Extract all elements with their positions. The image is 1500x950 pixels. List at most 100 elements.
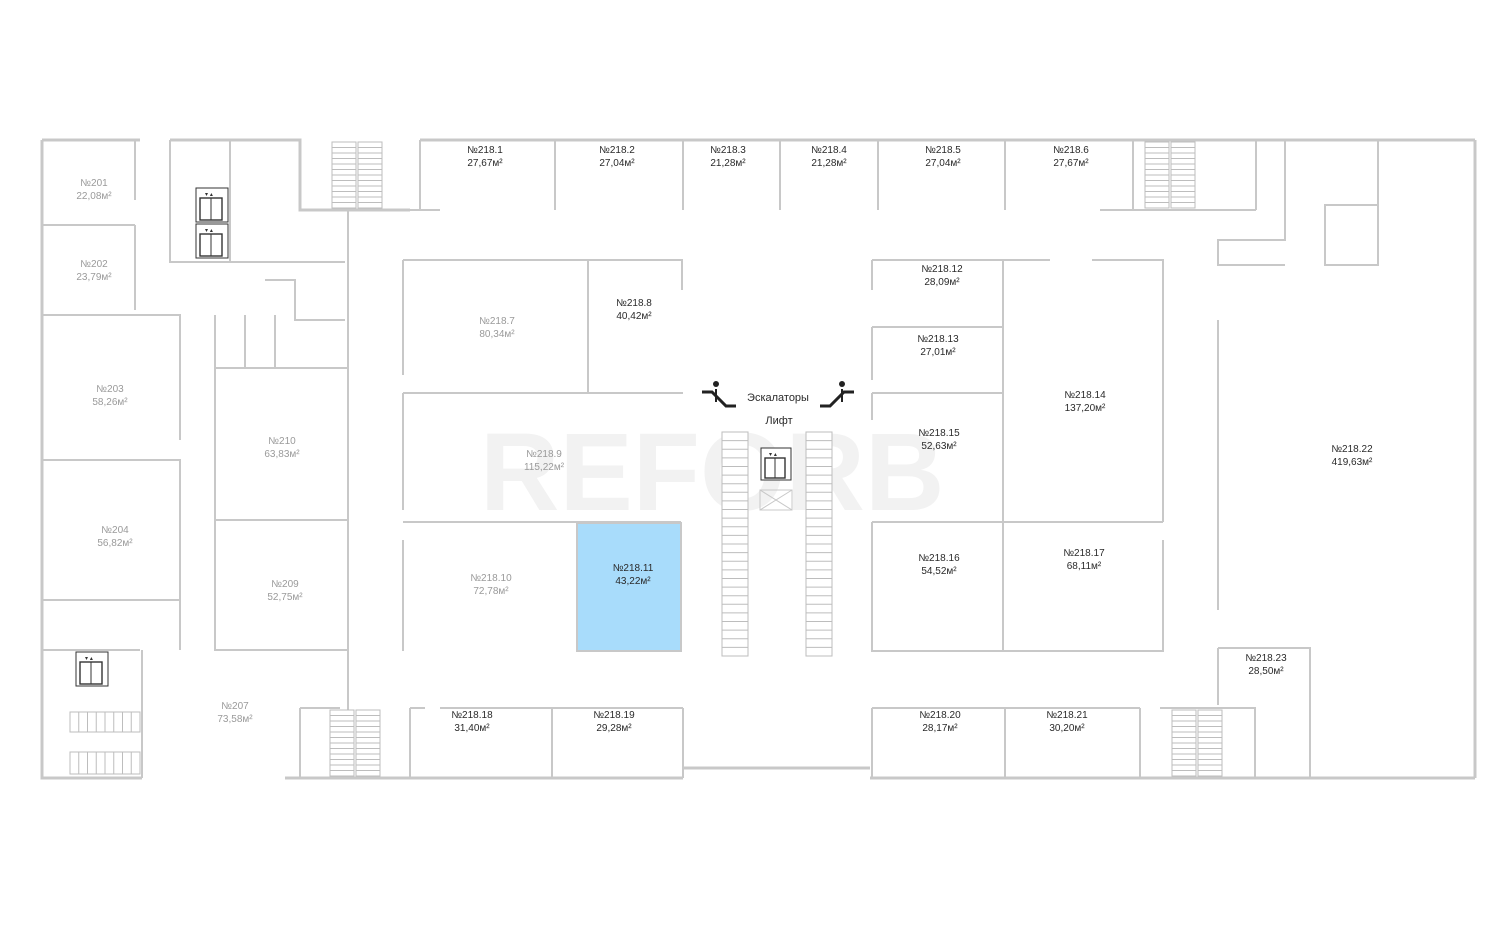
room-2185[interactable]: №218.5 27,04м²: [925, 145, 961, 169]
room-number: №218.16: [918, 553, 960, 564]
room-21823[interactable]: №218.23 28,50м²: [1245, 653, 1287, 677]
room-area: 72,78м²: [473, 586, 509, 597]
room-area: 52,75м²: [267, 592, 303, 603]
elevator-icon: ▾ ▴: [760, 447, 792, 481]
room-number: №218.23: [1245, 653, 1287, 664]
room-number: №218.18: [451, 710, 493, 721]
room-number: №218.20: [919, 710, 961, 721]
room-203[interactable]: №203 58,26м²: [92, 384, 128, 408]
unit-218-11-highlight[interactable]: [576, 522, 682, 652]
elevator-icons: ▾ ▴ ▾ ▴ ▾ ▴ ▾ ▴: [75, 187, 793, 687]
room-area: 22,08м²: [76, 191, 112, 202]
room-2184[interactable]: №218.421,28м²: [811, 145, 847, 169]
room-area: 29,28м²: [596, 723, 632, 734]
room-21813[interactable]: №218.13 27,01м²: [917, 334, 959, 358]
room-201[interactable]: №201 22,08м²: [76, 178, 112, 202]
room-number: №204: [101, 525, 129, 536]
room-area: 27,67м²: [1053, 158, 1089, 169]
room-area: 137,20м²: [1065, 403, 1106, 414]
room-area: 40,42м²: [616, 311, 652, 322]
room-202[interactable]: №202 23,79м²: [76, 259, 112, 283]
room-number: №218.11: [613, 563, 654, 574]
room-area: 73,58м²: [217, 714, 253, 725]
room-21816[interactable]: №218.16 54,52м²: [918, 553, 960, 577]
room-number: №218.21: [1046, 710, 1088, 721]
room-area: 28,09м²: [924, 277, 960, 288]
escalator-icon: [702, 381, 736, 408]
room-2186[interactable]: №218.6 27,67м²: [1053, 145, 1089, 169]
room-2187[interactable]: №218.7 80,34м²: [479, 316, 515, 340]
room-number: №218.8: [616, 298, 652, 309]
room-number: №218.6: [1053, 145, 1089, 156]
room-21818[interactable]: №218.18 31,40м²: [451, 710, 493, 734]
room-207[interactable]: №207 73,58м²: [217, 701, 253, 725]
room-area: 23,79м²: [76, 272, 112, 283]
room-number: №218.17: [1063, 548, 1105, 559]
room-area: 52,63м²: [921, 441, 957, 452]
room-area: 58,26м²: [92, 397, 128, 408]
escalators: [721, 431, 833, 657]
room-21811[interactable]: №218.11 43,22м²: [613, 563, 654, 587]
room-number: №203: [96, 384, 124, 395]
room-number: №201: [80, 178, 108, 189]
room-number: №218.13: [917, 334, 959, 345]
room-21817[interactable]: №218.17 68,11м²: [1063, 548, 1105, 572]
elevator-icon: ▾ ▴: [195, 223, 229, 259]
room-area: 80,34м²: [479, 329, 515, 340]
left-wing-walls: [42, 140, 349, 778]
room-area: 21,28м²: [710, 158, 746, 169]
room-21810[interactable]: №218.10 72,78м²: [470, 573, 512, 597]
central-walls: [402, 259, 1311, 778]
room-number: №218.9: [526, 449, 562, 460]
room-area: 419,63м²: [1332, 457, 1373, 468]
room-number: №218.5: [925, 145, 961, 156]
room-number: №210: [268, 436, 296, 447]
bottom-row-walls: [409, 707, 1256, 778]
svg-text:▾ ▴: ▾ ▴: [205, 227, 213, 234]
room-2182[interactable]: №218.227,04м²: [599, 145, 635, 169]
top-row-walls: [400, 140, 1379, 266]
escalator-icon: [820, 381, 854, 408]
room-area: 27,67м²: [467, 158, 503, 169]
room-21819[interactable]: №218.19 29,28м²: [593, 710, 635, 734]
elevator-icon: ▾ ▴: [195, 187, 229, 223]
room-number: №218.14: [1064, 390, 1106, 401]
room-number: №218.1: [467, 145, 503, 156]
room-2181[interactable]: №218.1 27,67м²: [467, 145, 503, 169]
room-area: 27,04м²: [925, 158, 961, 169]
room-number: №207: [221, 701, 249, 712]
svg-text:▾ ▴: ▾ ▴: [769, 451, 777, 458]
room-2188[interactable]: №218.8 40,42м²: [616, 298, 652, 322]
lift-label: Лифт: [765, 415, 792, 427]
outer-walls: [40, 138, 1477, 780]
room-number: №218.19: [593, 710, 635, 721]
room-area: 28,50м²: [1248, 666, 1284, 677]
elevator-icon: ▾ ▴: [75, 651, 109, 687]
room-number: №202: [80, 259, 108, 270]
room-number: №218.10: [470, 573, 512, 584]
room-area: 54,52м²: [921, 566, 957, 577]
lift-shaft-icon: [759, 489, 793, 511]
room-21814[interactable]: №218.14 137,20м²: [1064, 390, 1106, 414]
room-area: 43,22м²: [615, 576, 651, 587]
room-area: 31,40м²: [454, 723, 490, 734]
room-number: №218.4: [811, 145, 847, 156]
room-number: №218.3: [710, 145, 746, 156]
room-area: 27,01м²: [920, 347, 956, 358]
room-2183[interactable]: №218.3 21,28м²: [710, 145, 746, 169]
svg-text:▾ ▴: ▾ ▴: [205, 191, 213, 198]
room-area: 27,04м²: [599, 158, 635, 169]
room-area: 68,11м²: [1067, 561, 1102, 572]
stairs: [69, 141, 1223, 777]
room-number: №218.7: [479, 316, 515, 327]
